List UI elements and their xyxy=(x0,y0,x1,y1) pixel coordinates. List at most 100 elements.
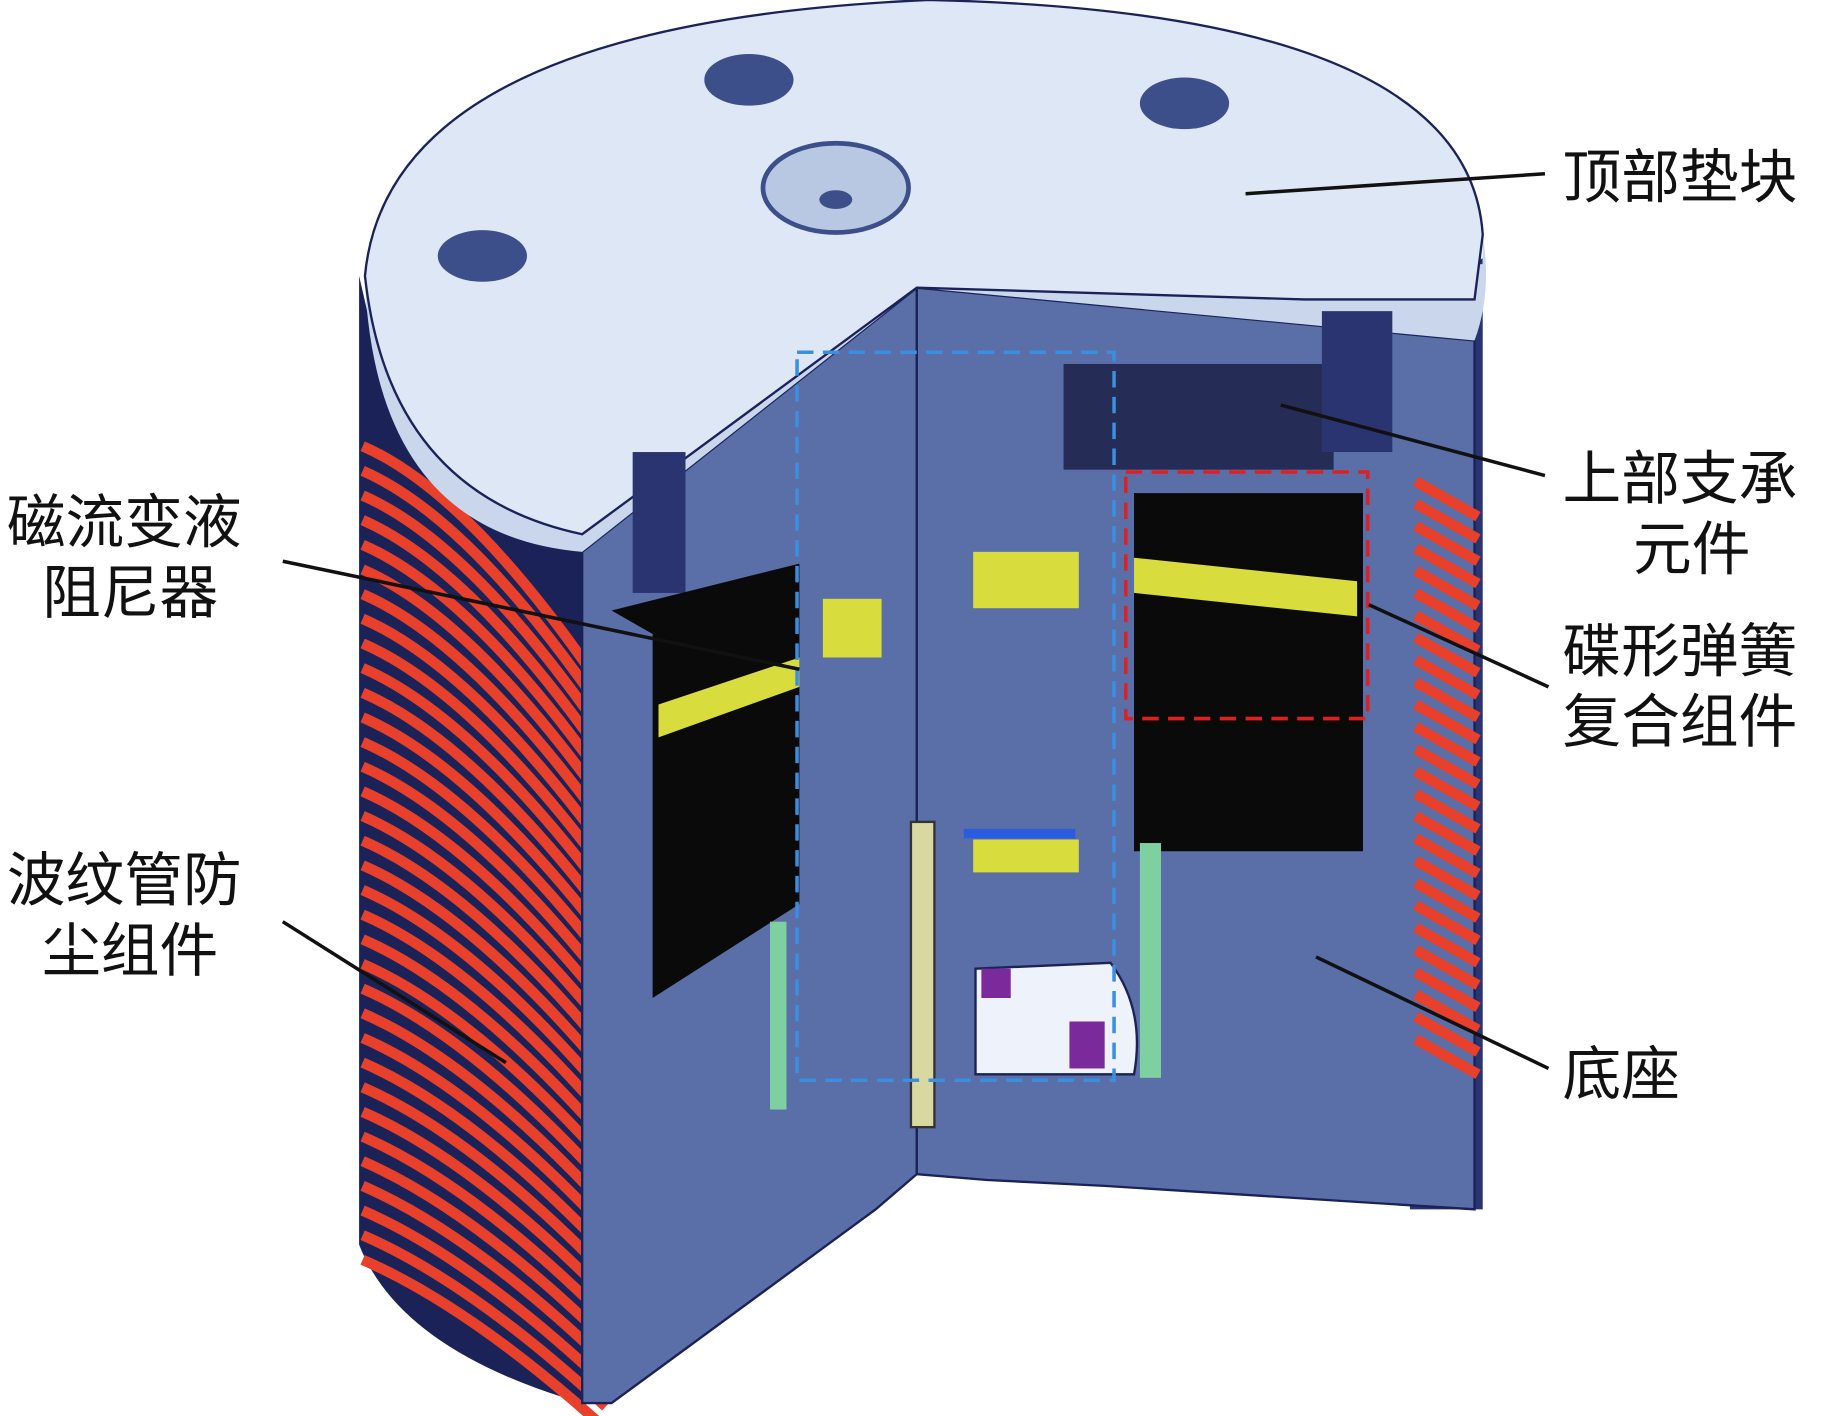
disc-spring-fold xyxy=(1413,833,1481,879)
leader-mr-damper xyxy=(282,559,800,671)
top-pad-face xyxy=(363,0,1484,536)
blue-band xyxy=(963,828,1076,839)
bolt-hole xyxy=(1139,77,1230,130)
piston-rod xyxy=(909,820,936,1129)
disc-spring-fold xyxy=(1413,499,1481,544)
label-disc-spring-1: 碟形弹簧 xyxy=(1563,618,1798,686)
disc-spring-fold xyxy=(1413,878,1481,923)
disc-spring-fold xyxy=(1413,722,1481,767)
disc-spring-fold xyxy=(1413,655,1481,700)
disc-spring-fold xyxy=(1413,1012,1481,1057)
leader-disc-spring xyxy=(1368,603,1550,689)
disc-spring-fold xyxy=(1413,900,1481,946)
bellows-fold xyxy=(360,663,610,897)
disc-spring-fold xyxy=(1413,1034,1481,1079)
yellow-band xyxy=(973,551,1079,609)
magenta-seal xyxy=(981,968,1011,999)
bellows-fold xyxy=(360,959,610,1165)
yellow-band xyxy=(822,598,882,658)
mr-damper-highlight-box xyxy=(795,350,1116,1082)
disc-spring-stack xyxy=(1134,493,1363,852)
disc-spring-fold xyxy=(1413,744,1481,789)
bellows-fold xyxy=(360,885,610,1098)
disc-spring-fold xyxy=(1413,632,1481,678)
bellows-fold xyxy=(360,835,610,1054)
disc-spring-fold xyxy=(1413,476,1481,522)
bolt-hole xyxy=(704,54,794,106)
bellows-fold xyxy=(360,1181,610,1366)
bellows-fold xyxy=(360,539,610,786)
label-upper-support-2: 元件 xyxy=(1633,515,1750,583)
leader-top-pad xyxy=(1245,172,1546,196)
support-bolt xyxy=(632,452,686,593)
disc-springs-right xyxy=(1413,476,1481,1079)
label-top-pad: 顶部垫块 xyxy=(1563,143,1798,211)
disc-spring-fold xyxy=(1413,588,1481,633)
center-recess xyxy=(760,140,911,235)
bellows-fold xyxy=(360,786,610,1009)
label-bellows-2: 尘组件 xyxy=(42,917,218,985)
bellows-fold xyxy=(360,860,610,1076)
bellows-fold xyxy=(360,811,610,1031)
bellows-fold xyxy=(360,983,610,1188)
disc-spring-fold xyxy=(1413,699,1481,745)
bellows-fold xyxy=(360,1230,610,1411)
bellows-fold xyxy=(360,1082,610,1277)
yellow-band xyxy=(973,839,1079,873)
leader-upper-support xyxy=(1280,403,1546,478)
label-bellows-1: 波纹管防 xyxy=(7,847,242,915)
bellows-fold xyxy=(360,1107,610,1299)
bellows-fold xyxy=(360,1131,610,1322)
leader-base xyxy=(1315,955,1550,1071)
upper-support xyxy=(1063,363,1334,470)
bellows-fold xyxy=(360,1254,600,1416)
label-upper-support-1: 上部支承 xyxy=(1563,445,1798,513)
bellows-fold xyxy=(360,490,611,741)
disc-spring-highlight-box xyxy=(1124,470,1370,721)
bellows-fold xyxy=(360,1057,610,1255)
bellows-left xyxy=(360,441,611,1416)
disc-spring-fold xyxy=(1413,789,1481,834)
green-strip xyxy=(770,921,787,1110)
bellows-fold xyxy=(360,687,610,920)
bellows-fold xyxy=(360,441,611,696)
bellows-fold xyxy=(360,613,610,853)
disc-spring-fold xyxy=(1413,543,1481,589)
label-mr-damper-2: 阻尼器 xyxy=(42,559,218,627)
bellows-fold xyxy=(360,909,610,1121)
bellows-fold xyxy=(360,1205,610,1389)
disc-spring-fold xyxy=(1413,610,1481,656)
disc-spring-fold xyxy=(1413,521,1481,566)
damper-yellow-left xyxy=(658,657,800,738)
support-bolt xyxy=(1321,311,1393,453)
label-base: 底座 xyxy=(1563,1040,1680,1108)
bellows-fold xyxy=(360,712,610,942)
bellows-fold xyxy=(360,737,610,964)
bellows-fold xyxy=(360,1156,610,1344)
label-disc-spring-2: 复合组件 xyxy=(1563,688,1798,756)
bellows-fold xyxy=(360,934,610,1143)
bellows-fold xyxy=(360,761,610,987)
disc-spring-fold xyxy=(1413,989,1481,1035)
disc-spring-fold xyxy=(1413,967,1481,1013)
label-mr-damper-1: 磁流变液 xyxy=(7,488,242,556)
disc-spring-fold xyxy=(1413,811,1481,856)
disc-spring-fold xyxy=(1413,677,1481,722)
disc-spring-fold xyxy=(1413,766,1481,812)
disc-spring-fold xyxy=(1413,566,1481,611)
disc-spring-yellow xyxy=(1134,557,1358,617)
center-hole xyxy=(819,190,853,209)
disc-spring-fold xyxy=(1413,922,1481,968)
magenta-seal xyxy=(1069,1021,1105,1069)
bellows-fold xyxy=(360,589,610,830)
bolt-hole xyxy=(437,230,527,282)
disc-spring-fold xyxy=(1413,945,1481,990)
bellows-fold xyxy=(360,1008,610,1210)
leader-bellows xyxy=(281,920,507,1065)
bellows-fold xyxy=(360,638,610,875)
bellows-fold xyxy=(360,1033,610,1232)
damper-block-left xyxy=(611,563,800,999)
disc-spring-fold xyxy=(1413,856,1481,901)
